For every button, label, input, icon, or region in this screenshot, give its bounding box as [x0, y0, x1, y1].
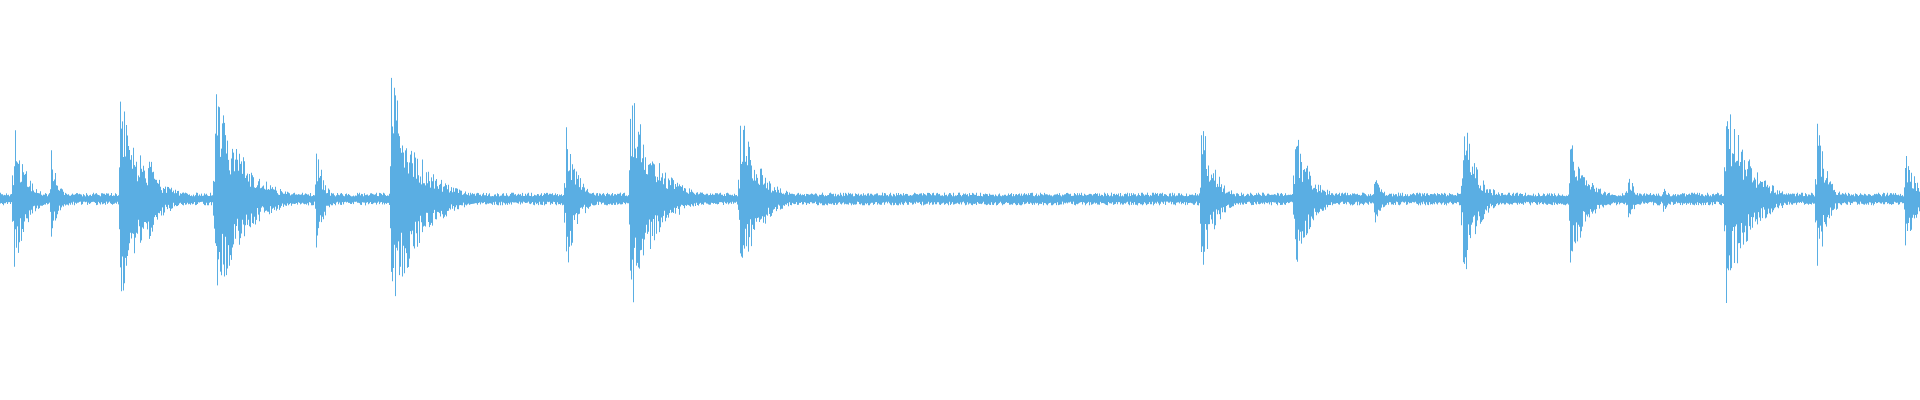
waveform-signal [0, 77, 1920, 303]
